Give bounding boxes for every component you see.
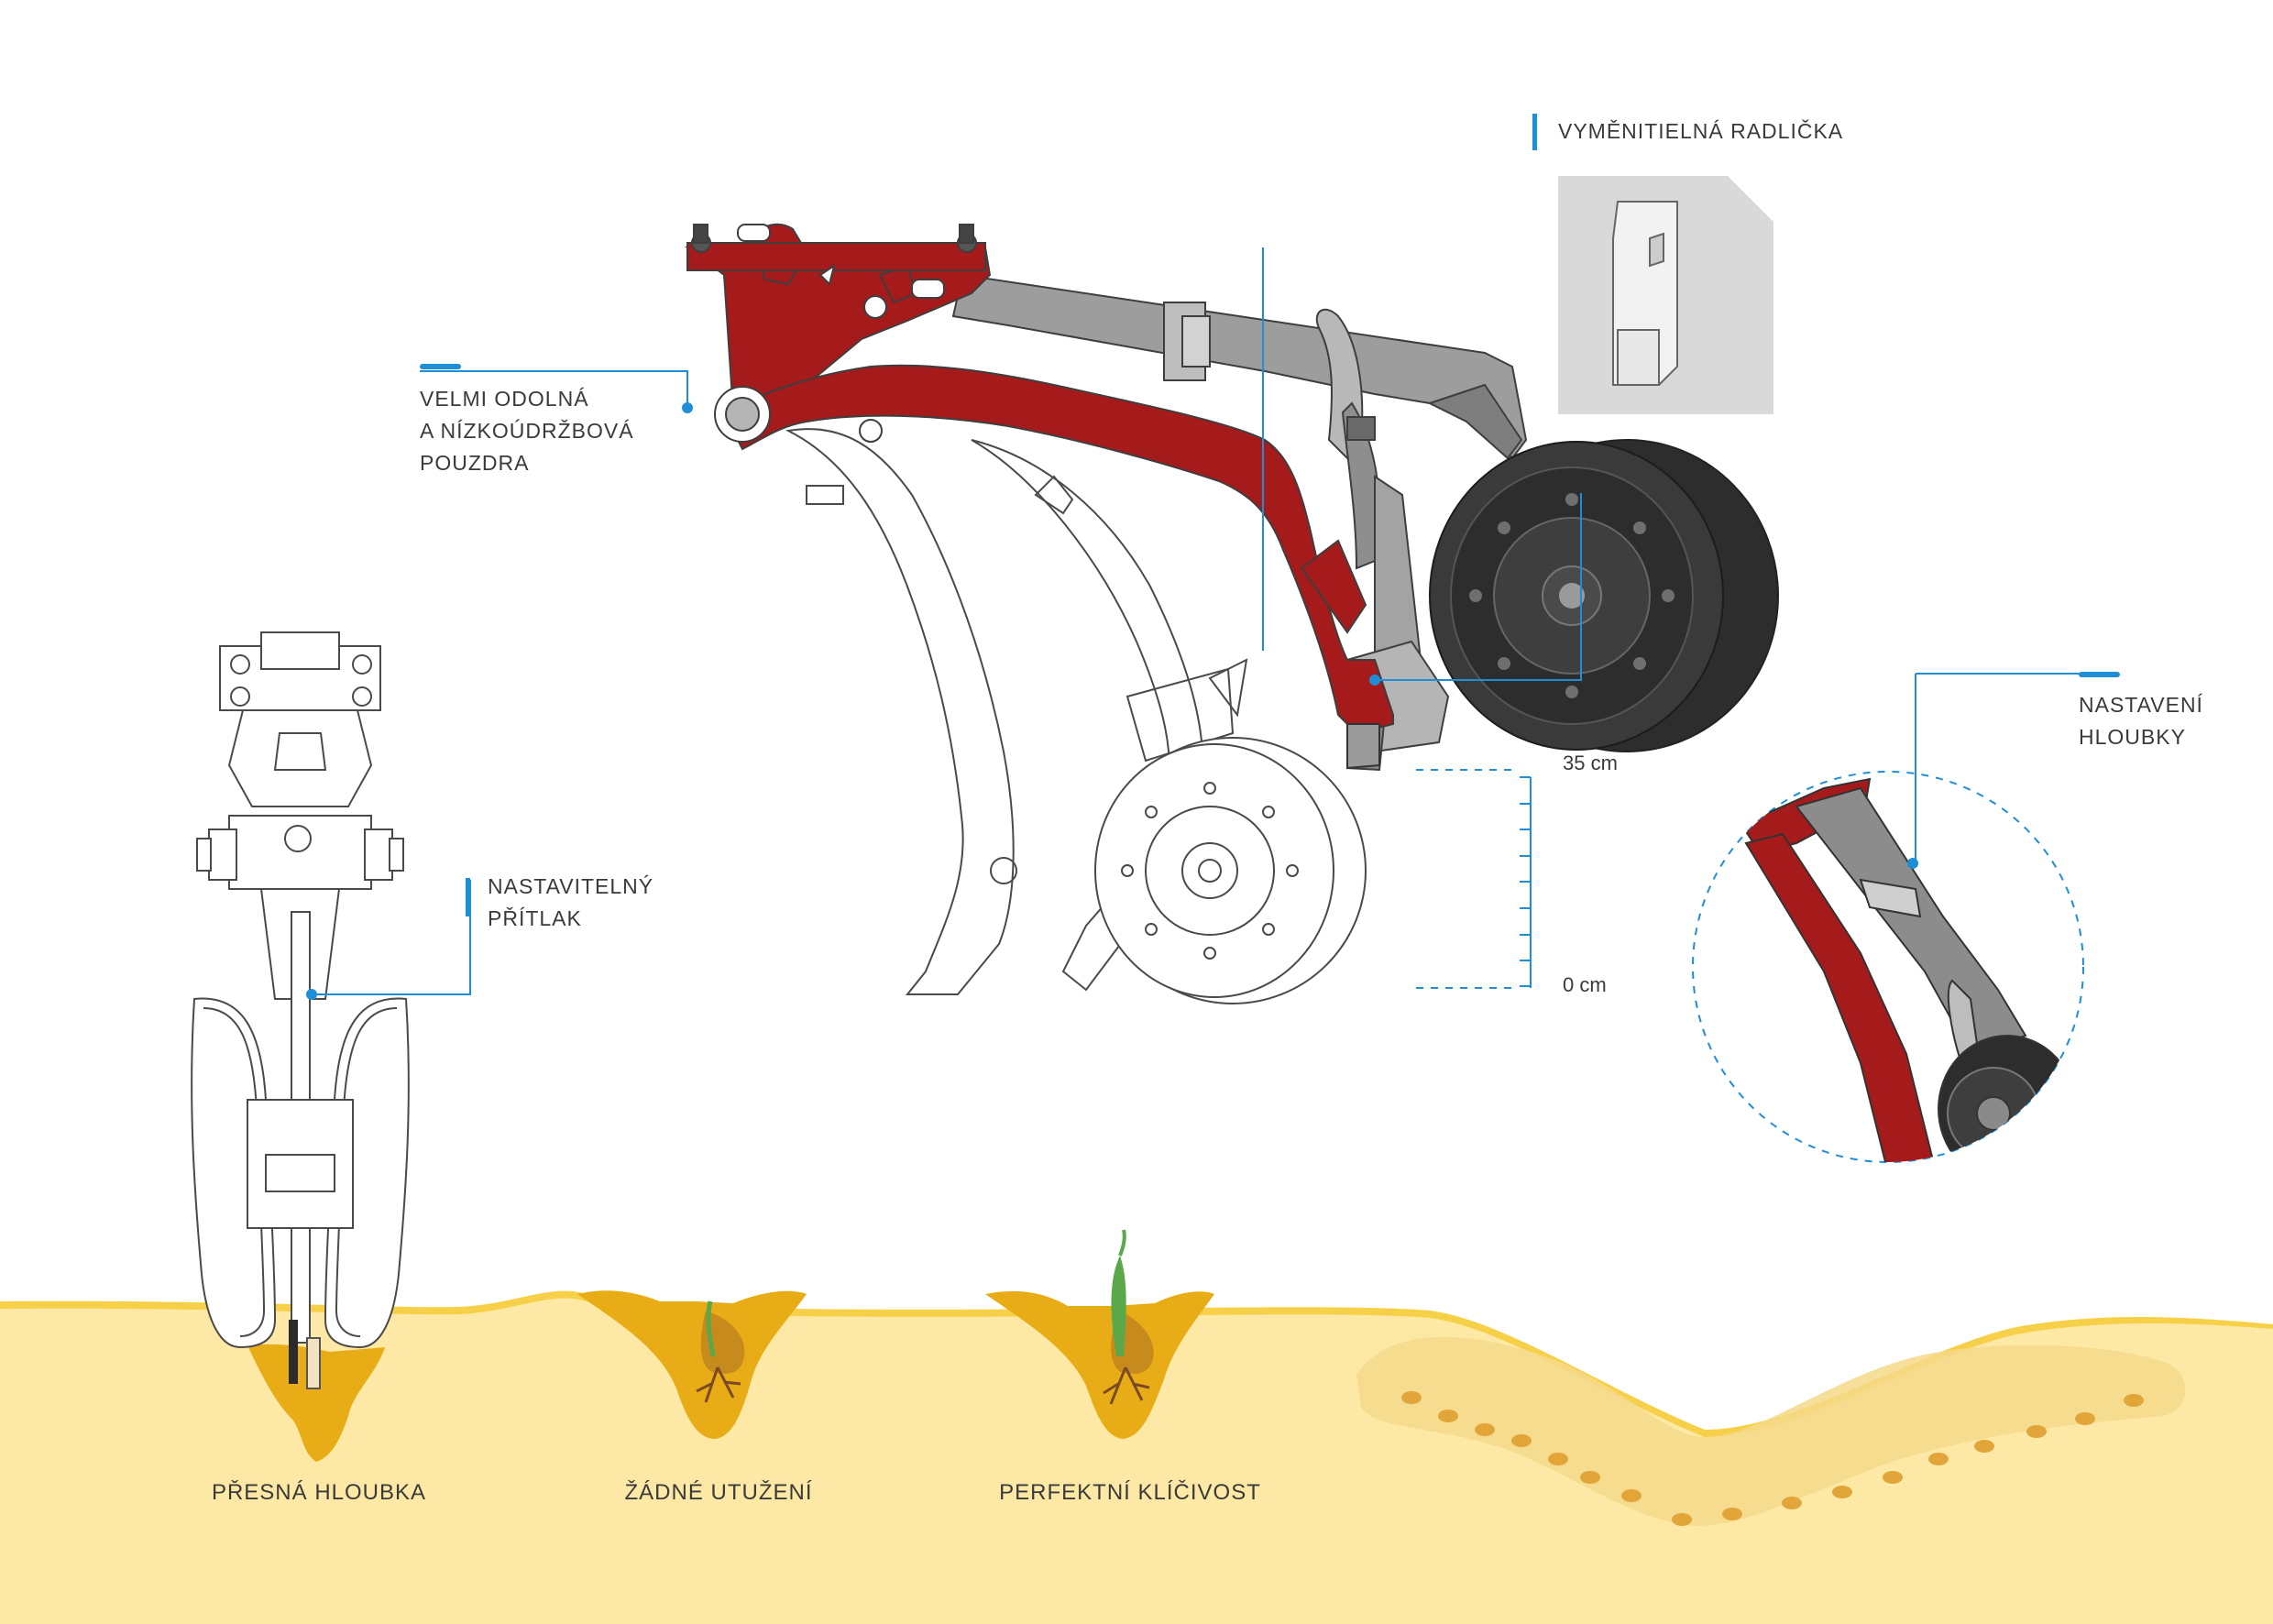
seed-row <box>1401 1391 2144 1526</box>
leader-lines <box>314 247 2081 995</box>
red-frame-details <box>686 224 986 443</box>
scale-top-value: 35 cm <box>1563 752 1618 774</box>
side-view-lowered-outline <box>785 428 1248 995</box>
front-view-unit <box>191 631 410 1384</box>
furrow-no-compaction <box>577 1290 807 1439</box>
ghost-gauge-wheel <box>1094 737 1367 1004</box>
leader-dots <box>306 402 1918 1000</box>
gauge-wheel <box>1429 439 1779 752</box>
furrow-precise-depth <box>247 1344 385 1462</box>
pressure-label-accent <box>466 878 470 916</box>
depth-scale <box>1416 769 1532 989</box>
caption-no-compaction: ŽÁDNÉ UTUŽENÍ <box>624 1480 813 1505</box>
bushings-label-accent <box>420 364 461 369</box>
label-bushings: VELMI ODOLNÁ A NÍZKOÚDRŽBOVÁ POUZDRA <box>420 387 634 475</box>
share-inset <box>1558 176 1773 414</box>
furrow-germination <box>985 1229 1214 1439</box>
depth-label-accent <box>2079 672 2120 677</box>
frame-share <box>1346 723 1380 770</box>
caption-germination: PERFEKTNÍ KLÍČIVOST <box>999 1480 1261 1505</box>
caption-precise-depth: PŘESNÁ HLOUBKA <box>211 1480 427 1505</box>
scale-bottom-value: 0 cm <box>1563 973 1607 996</box>
label-share: VYMĚNITIELNÁ RADLIČKA <box>1558 119 1844 143</box>
label-pressure: NASTAVITELNÝ PŘÍTLAK <box>488 874 654 930</box>
label-depth: NASTAVENÍ HLOUBKY <box>2079 693 2203 749</box>
share-label-accent <box>1532 114 1537 150</box>
front-view-share <box>306 1337 321 1389</box>
